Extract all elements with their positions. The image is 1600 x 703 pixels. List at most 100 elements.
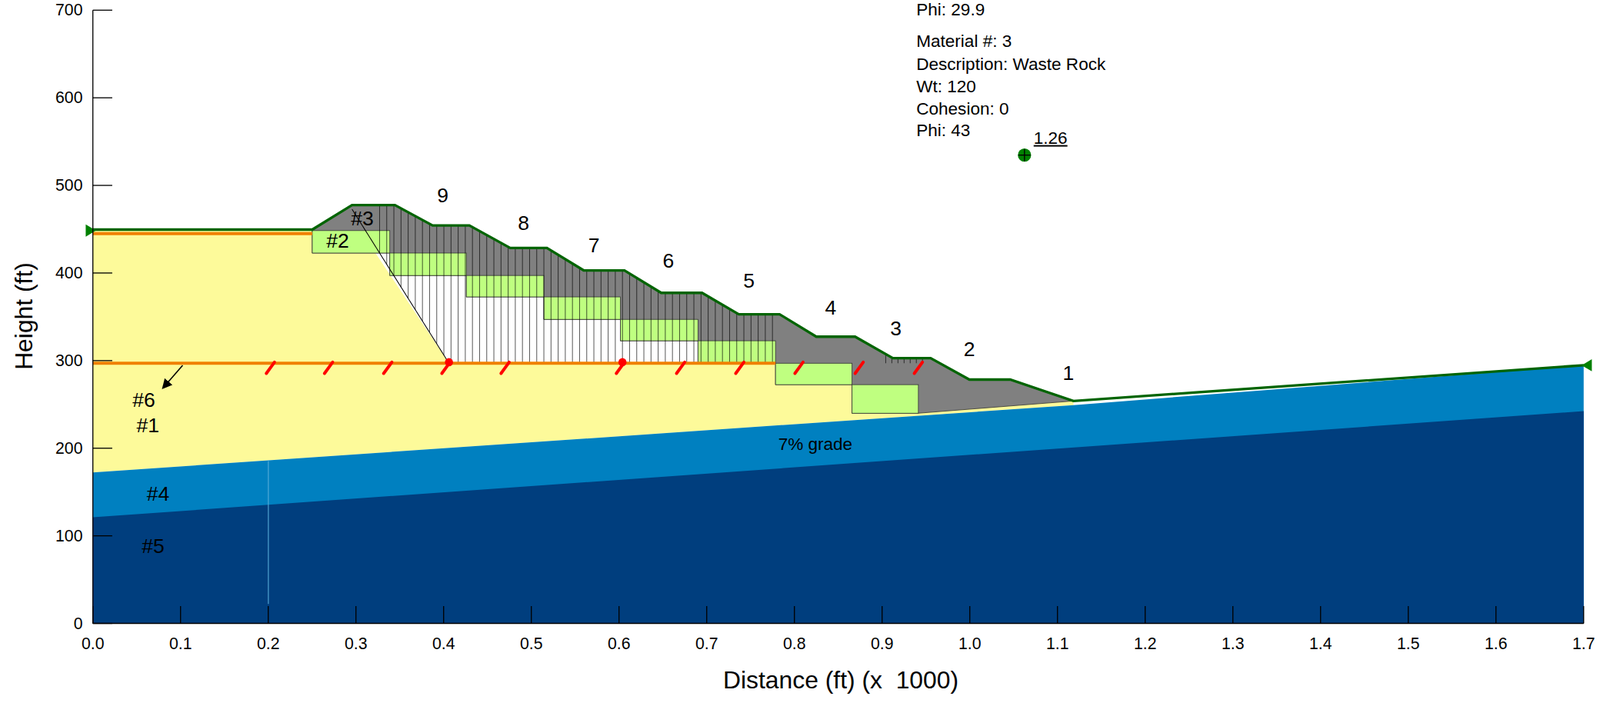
anchor-dot xyxy=(618,358,627,367)
slice-line xyxy=(772,314,774,364)
anchor-mark xyxy=(266,362,275,374)
slice-line xyxy=(550,250,552,364)
slip-line xyxy=(352,209,450,364)
slice-line xyxy=(557,254,559,364)
slice-line xyxy=(650,286,652,364)
ground-line xyxy=(93,205,1584,402)
material-note: Wt: 120 xyxy=(916,76,977,97)
slice-line xyxy=(622,270,624,364)
x-tick-label: 1.0 xyxy=(958,634,982,653)
boundary-marker xyxy=(85,224,96,237)
axis-title: Height (ft) xyxy=(10,262,38,370)
bench-number: 7 xyxy=(588,234,600,257)
slice-line xyxy=(457,225,459,364)
x-axis xyxy=(93,623,1584,624)
x-tick xyxy=(92,606,94,624)
orange-line xyxy=(93,361,776,365)
slice-line xyxy=(479,230,480,364)
bench-number: 4 xyxy=(824,296,837,320)
light-blue-layer xyxy=(93,365,1584,624)
material-note: Phi: 43 xyxy=(916,120,970,140)
y-tick-label: 300 xyxy=(55,351,83,370)
anchor-mark xyxy=(324,362,334,374)
y-tick xyxy=(93,10,113,11)
slice-line xyxy=(593,270,595,364)
y-axis xyxy=(92,10,94,624)
y-tick-label: 400 xyxy=(55,263,83,282)
slice-line xyxy=(493,239,495,364)
orange-line xyxy=(93,232,313,236)
block xyxy=(312,230,390,254)
x-tick-label: 1.6 xyxy=(1484,634,1508,653)
material-id: #5 xyxy=(141,535,165,558)
grade-note: 7% grade xyxy=(778,435,854,455)
slice-line xyxy=(714,300,716,364)
slice-line xyxy=(393,205,395,277)
x-tick-label: 0.2 xyxy=(256,634,280,653)
slice-line xyxy=(643,282,645,364)
slice-line xyxy=(564,259,566,364)
x-tick-label: 0.5 xyxy=(520,634,544,653)
bench-number: 2 xyxy=(963,338,976,361)
slice-line xyxy=(543,247,545,364)
x-tick xyxy=(180,606,181,624)
x-tick-label: 0.9 xyxy=(870,634,894,653)
x-tick xyxy=(1144,606,1146,624)
x-tick xyxy=(1495,606,1497,624)
waste-rock xyxy=(312,205,1074,414)
slice-line xyxy=(400,208,402,287)
y-tick xyxy=(93,96,113,98)
slice-line xyxy=(764,314,766,364)
anchor-mark xyxy=(914,362,924,374)
y-tick xyxy=(93,447,113,449)
slice-line xyxy=(486,235,487,364)
slice-line xyxy=(679,293,680,364)
y-tick xyxy=(93,623,113,624)
slice-line xyxy=(757,314,759,364)
material-note: Phi: 29.9 xyxy=(916,0,985,20)
anchor-mark xyxy=(500,362,510,374)
slice-line xyxy=(529,247,530,364)
slice-line xyxy=(379,205,380,254)
x-tick-label: 1.2 xyxy=(1133,634,1157,653)
slice-line xyxy=(707,296,709,364)
block xyxy=(466,275,544,297)
anchor-marks xyxy=(266,358,923,374)
slice-line xyxy=(614,270,616,364)
block xyxy=(775,363,852,385)
anchor-mark xyxy=(794,362,804,374)
x-tick xyxy=(1056,606,1058,624)
anchor-dot xyxy=(444,358,454,367)
slice-line xyxy=(729,309,730,364)
y-tick xyxy=(93,535,113,537)
slice-line xyxy=(429,223,430,333)
x-tick-label: 1.5 xyxy=(1396,634,1420,653)
slice-line xyxy=(414,216,416,310)
slice-line xyxy=(586,270,587,364)
safety-factor: 1.26 xyxy=(1033,129,1068,149)
slice-line xyxy=(443,225,445,356)
y-tick-label: 600 xyxy=(55,88,83,107)
slice-line xyxy=(472,226,474,364)
x-tick xyxy=(793,606,795,624)
material-id: #2 xyxy=(326,230,350,254)
bench-number: 3 xyxy=(890,318,902,341)
axis-title: Distance (ft) (x 1000) xyxy=(723,666,959,694)
material-note: Description: Waste Rock xyxy=(916,54,1106,74)
x-tick xyxy=(618,606,620,624)
section-line xyxy=(267,461,269,605)
slice-line xyxy=(450,225,452,364)
x-tick xyxy=(1583,606,1584,624)
slice-line xyxy=(500,243,502,364)
block xyxy=(543,296,620,320)
anchor-mark xyxy=(855,362,864,374)
slice-line xyxy=(700,293,702,364)
center-dot xyxy=(1017,148,1031,162)
x-tick xyxy=(1320,606,1321,624)
x-tick-label: 1.7 xyxy=(1572,634,1596,653)
slice-line xyxy=(686,293,687,364)
y-tick-label: 500 xyxy=(55,176,83,194)
slice-line xyxy=(507,246,509,364)
x-tick-label: 0.0 xyxy=(81,634,105,653)
